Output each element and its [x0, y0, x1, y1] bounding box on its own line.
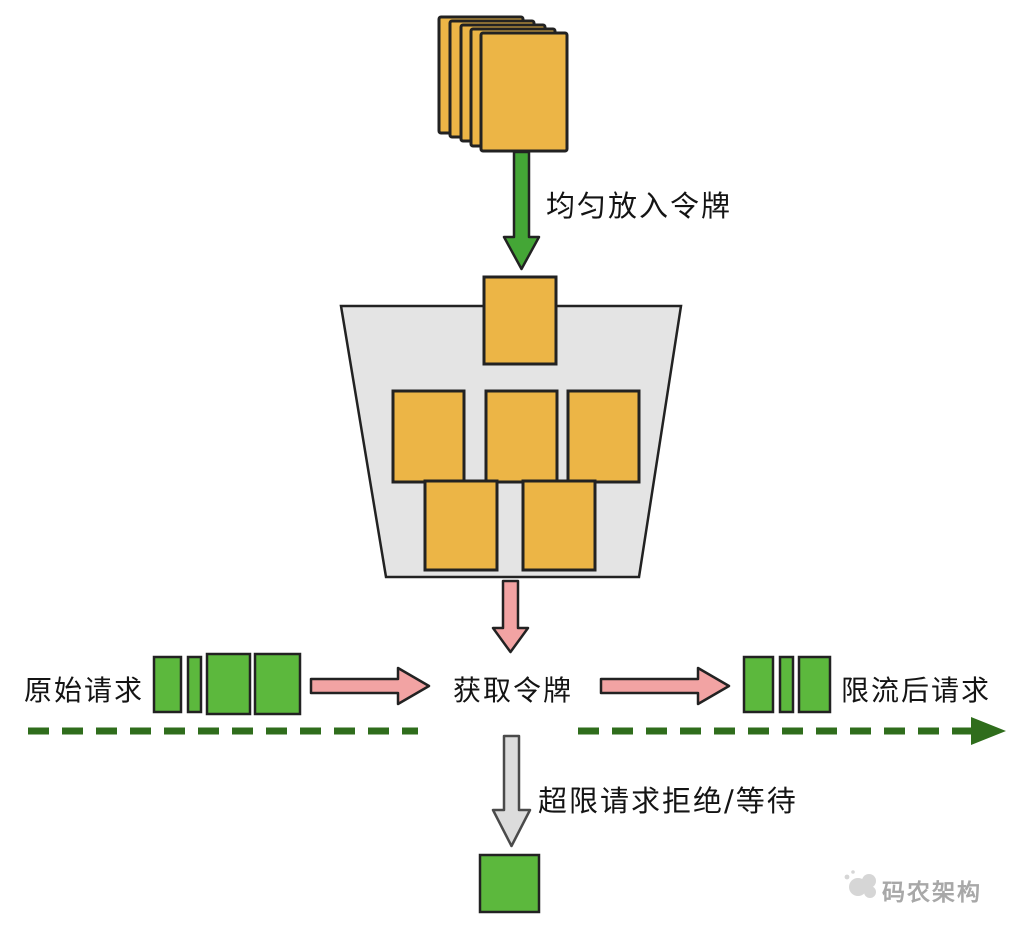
bucket-token-row-top — [391, 389, 641, 484]
label-acquire-token: 获取令牌 — [453, 674, 574, 707]
request-blocks-original — [152, 652, 302, 716]
request-block — [152, 655, 183, 714]
watermark-logo-icon — [844, 870, 876, 898]
request-block — [253, 652, 302, 716]
token-entering-bucket — [482, 275, 558, 366]
label-limited-requests: 限流后请求 — [841, 674, 992, 707]
rejected-request-block — [478, 853, 541, 914]
dashed-timeline-arrowhead — [971, 717, 1006, 745]
label-put-tokens: 均匀放入令牌 — [546, 189, 733, 223]
request-block — [186, 655, 203, 714]
token-in-bucket — [566, 389, 641, 484]
request-block — [797, 655, 832, 714]
label-reject-or-wait: 超限请求拒绝/等待 — [538, 784, 798, 818]
token-card — [479, 31, 569, 153]
down-arrow-gray — [491, 734, 532, 848]
token-in-bucket — [484, 389, 559, 484]
request-block — [742, 655, 775, 714]
watermark-text: 码农架构 — [882, 880, 982, 906]
token-in-bucket — [423, 479, 499, 572]
bucket-token-row-bottom — [423, 479, 597, 572]
request-block — [778, 655, 795, 714]
down-arrow-pink — [491, 579, 530, 654]
token-in-bucket — [521, 479, 597, 572]
request-block — [205, 652, 252, 716]
right-arrow-pink-left — [309, 666, 431, 706]
right-arrow-pink-right — [599, 666, 731, 706]
token-stack — [437, 15, 569, 153]
label-original-requests: 原始请求 — [24, 674, 145, 707]
down-arrow-green — [502, 150, 541, 271]
token-in-bucket — [391, 389, 466, 484]
request-blocks-limited — [742, 655, 832, 714]
